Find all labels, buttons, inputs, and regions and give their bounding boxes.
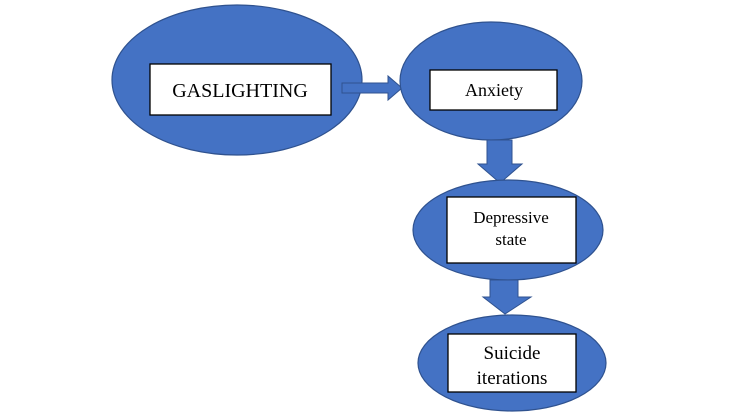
node-label-box [446, 196, 577, 264]
node-label-box [447, 333, 577, 393]
node-label-box [429, 69, 558, 111]
node-gaslighting: GASLIGHTING [111, 4, 363, 156]
arrow-depressive-to-suicide [481, 279, 533, 315]
node-label-line-2: state [495, 230, 526, 249]
node-anxiety: Anxiety [399, 21, 583, 141]
node-suicide-iterations: Suicide iterations [417, 314, 607, 412]
node-label-line-2: iterations [477, 368, 548, 389]
arrow-gaslighting-to-anxiety [341, 74, 403, 102]
node-label-line-1: Suicide [484, 343, 541, 364]
node-depressive-state: Depressive state [412, 179, 604, 281]
node-label-box [149, 63, 332, 116]
node-label: GASLIGHTING [172, 80, 308, 102]
arrow-anxiety-to-depressive [476, 139, 524, 184]
node-label-line-1: Depressive [473, 208, 549, 227]
node-label: Anxiety [465, 80, 523, 100]
